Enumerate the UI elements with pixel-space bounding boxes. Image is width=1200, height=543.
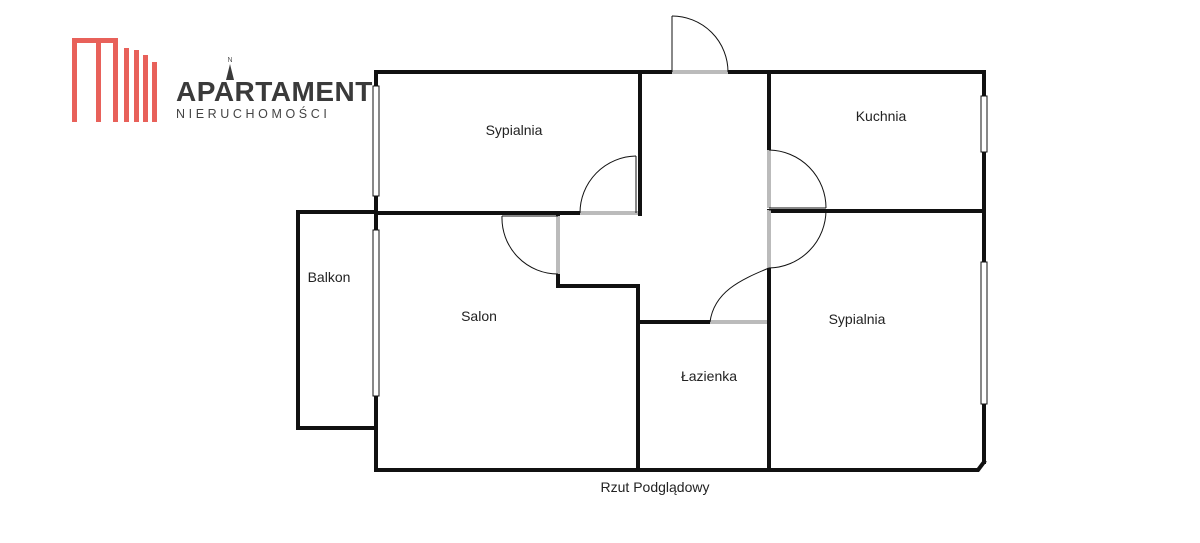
room-label-kitchen: Kuchnia xyxy=(856,108,907,124)
window-salon xyxy=(372,229,380,397)
room-label-balcony: Balkon xyxy=(308,269,351,285)
brand-name: APARTAMENT xyxy=(176,76,373,107)
salon-door xyxy=(501,215,560,275)
entrance-door xyxy=(671,15,729,74)
logo-mark-icon xyxy=(72,38,157,122)
plan-caption: Rzut Podglądowy xyxy=(601,479,710,495)
brand-tagline: NIERUCHOMOŚCI xyxy=(176,106,330,121)
room-label-bathroom: Łazienka xyxy=(681,368,737,384)
window-kitchen xyxy=(980,95,988,153)
window-bedroom-top xyxy=(372,85,380,197)
bathroom-door xyxy=(709,267,770,324)
window-bedroom-right xyxy=(980,261,988,405)
walls xyxy=(296,70,987,472)
bedroom-right-door xyxy=(767,209,827,269)
windows xyxy=(372,85,988,405)
doors xyxy=(501,15,827,324)
room-label-bedroom-top: Sypialnia xyxy=(486,122,543,138)
north-marker: N xyxy=(227,57,232,64)
logo: N APARTAMENT NIERUCHOMOŚCI xyxy=(72,38,373,122)
room-label-living-room: Salon xyxy=(461,308,497,324)
bedroom-top-door xyxy=(579,155,638,215)
room-label-bedroom-right: Sypialnia xyxy=(829,311,886,327)
kitchen-door xyxy=(767,149,827,209)
compass-icon xyxy=(226,64,234,80)
